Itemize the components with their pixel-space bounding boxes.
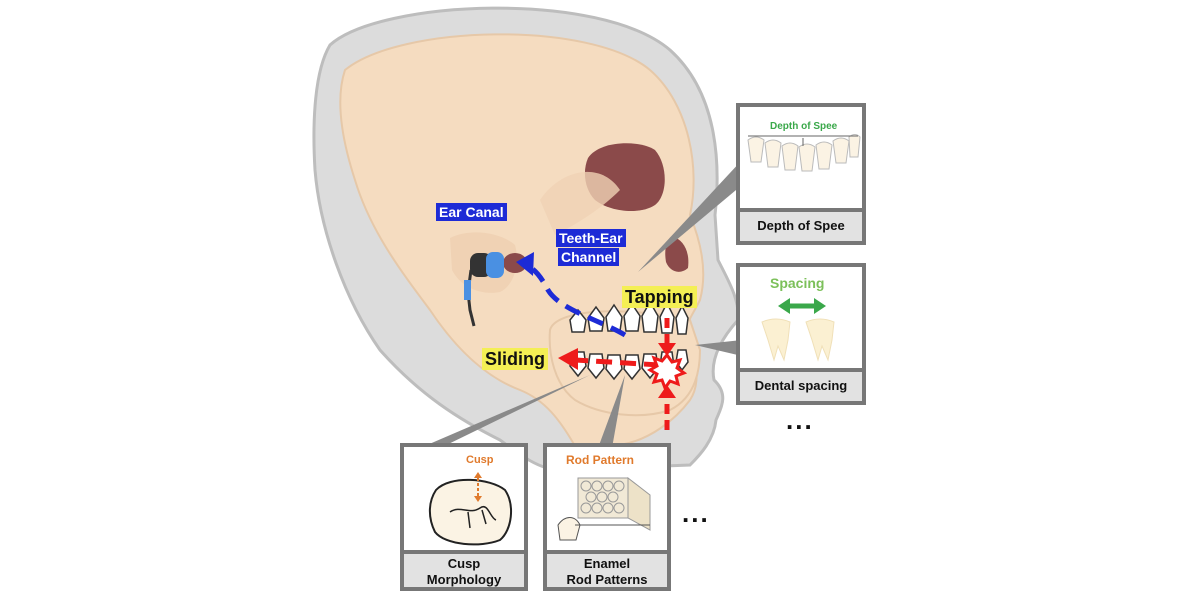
earbud-icon [464,252,504,327]
dental-spacing-caption: Dental spacing [754,378,848,393]
spacing-inner-label: Spacing [770,275,825,291]
rod-pattern-inner-label: Rod Pattern [566,453,635,467]
ellipsis-bottom: ... [682,498,710,528]
callout-rod [598,375,625,448]
depth-of-spee-inner-label: Depth of Spee [770,121,838,132]
panel-spacing [736,263,866,405]
cheekbone [540,171,620,235]
cusp-inner-label: Cusp [466,454,494,466]
callout-spacing [695,340,742,356]
teeth-ear-path [526,263,627,338]
tapping-up-arrowhead [658,385,676,398]
callout-depth-of-spee [638,160,748,272]
cusp-caption-line1: Cusp [447,556,481,571]
sliding-path [574,357,661,368]
nasal-cavity [665,236,689,272]
tapping-down-arrowhead [658,343,676,356]
panel-rod-pattern [543,443,671,591]
spacing-arrow-icon [778,298,826,314]
tapping-label: Tapping [622,286,697,308]
ellipsis-right: ... [786,405,814,435]
ear-canal-label: Ear Canal [436,203,507,221]
impact-star-icon [646,352,688,392]
sliding-arrowhead [558,348,578,370]
ear-canal-hole [503,253,527,273]
depth-of-spee-caption: Depth of Spee [757,218,845,233]
cusp-caption-line2: Morphology [426,572,502,587]
cusp-tooth-icon [428,478,512,546]
panel-cusp [400,443,528,591]
panel-depth-of-spee [736,103,866,245]
rod-caption-line2: Rod Patterns [566,572,648,587]
spacing-teeth-icon [761,318,835,362]
teeth-ear-channel-label-line2: Channel [558,248,620,266]
rod-pattern-illustration [577,476,651,531]
sliding-label: Sliding [482,348,548,370]
callout-cusp [420,375,590,452]
rod-caption-line1: Enamel [583,556,631,571]
teeth-ear-channel-label-line1: Teeth-Ear [556,229,626,247]
teeth-ear-arrowhead [516,252,534,276]
